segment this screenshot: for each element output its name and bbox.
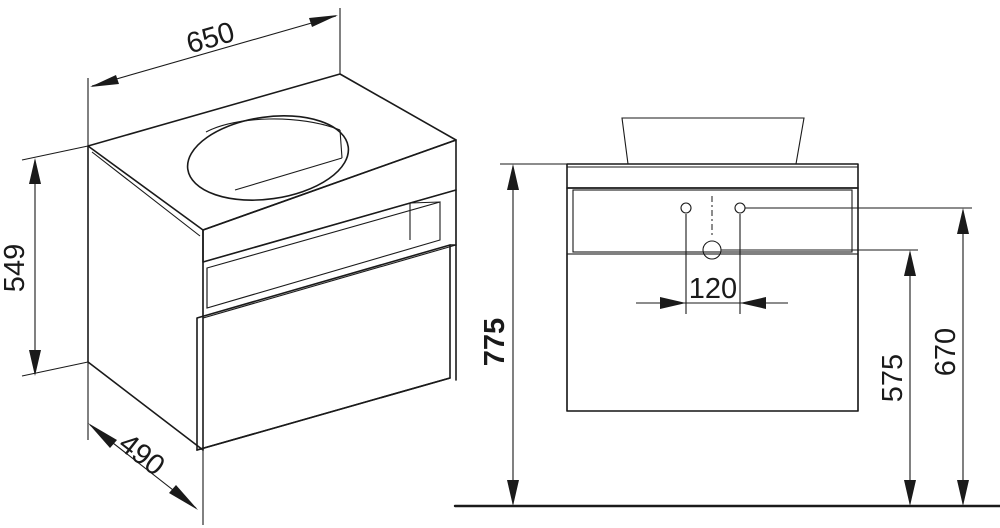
depth-label: 490	[113, 427, 171, 482]
drain-height-label: 575	[877, 354, 909, 402]
countertop-top-face	[87, 73, 457, 231]
width-dimension-line	[91, 15, 337, 87]
isometric-view: 650 549 490	[0, 8, 457, 525]
total-height-label: 775	[479, 318, 511, 366]
front-view: 775 575 670 120	[453, 117, 1000, 508]
drawer-front	[196, 244, 451, 451]
drain-hole	[702, 240, 722, 260]
sink-inner-edge	[205, 118, 341, 133]
height-label: 549	[0, 244, 31, 292]
front-drawer	[566, 253, 859, 412]
supply-height-label: 670	[930, 328, 962, 376]
width-label: 650	[183, 16, 238, 60]
front-countertop	[566, 163, 859, 189]
supply-hole-left	[680, 202, 692, 214]
sink-cutout	[186, 115, 350, 201]
washbasin	[621, 117, 805, 165]
front-open-shelf	[572, 189, 853, 253]
supply-spacing-label: 120	[689, 273, 737, 305]
supply-hole-right	[734, 202, 746, 214]
